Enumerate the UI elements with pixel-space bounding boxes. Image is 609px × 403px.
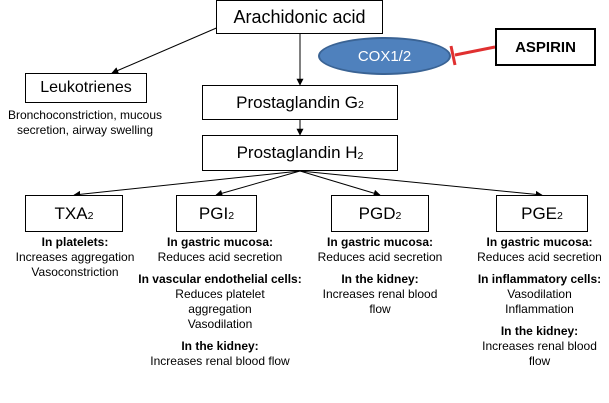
effect-line: Vasodilation xyxy=(187,317,253,331)
leukotrienes-description: Bronchoconstriction, mucous secretion, a… xyxy=(7,108,163,137)
effect-line: Vasodilation xyxy=(507,287,572,301)
pge2-effects: In gastric mucosa:Reduces acid secretion… xyxy=(470,235,609,369)
effect-line: Reduces acid secretion xyxy=(317,250,443,264)
effect-line: Reduces acid secretion xyxy=(157,250,283,264)
effect-heading: In gastric mucosa: xyxy=(486,235,593,249)
effect-line: Reduces platelet xyxy=(175,287,265,301)
effect-line: flow xyxy=(528,354,551,368)
leukotrienes-box: Leukotrienes xyxy=(25,73,147,103)
pgi2-effects: In gastric mucosa:Reduces acid secretion… xyxy=(137,235,303,369)
effect-spacer xyxy=(137,265,303,272)
effect-spacer xyxy=(470,317,609,324)
arrow-pgh2-to-pgi2 xyxy=(215,170,301,197)
effect-spacer xyxy=(470,265,609,272)
inhibition-bar xyxy=(449,45,457,66)
effect-line: flow xyxy=(369,302,391,316)
effect-heading: In the kidney: xyxy=(341,272,419,286)
effect-line: Increases aggregation xyxy=(15,250,135,264)
effect-heading: In inflammatory cells: xyxy=(477,272,602,286)
effect-line: Inflammation xyxy=(505,302,574,316)
effect-line: Increases renal blood flow xyxy=(150,354,290,368)
effect-line: Increases renal blood xyxy=(482,339,597,353)
aspirin-box: ASPIRIN xyxy=(495,28,596,66)
inhibition-line xyxy=(454,45,496,57)
effect-heading: In platelets: xyxy=(41,235,109,249)
effect-line: Increases renal blood xyxy=(322,287,438,301)
arrow-pgh2-to-pge2 xyxy=(299,170,543,198)
effect-line: aggregation xyxy=(188,302,252,316)
effect-heading: In gastric mucosa: xyxy=(166,235,274,249)
arrow-pgh2-to-txa2 xyxy=(73,170,301,198)
arrow-aa-to-leukotrienes xyxy=(111,22,229,74)
effect-spacer xyxy=(305,265,455,272)
pgd2-effects: In gastric mucosa:Reduces acid secretion… xyxy=(305,235,455,317)
cox-enzyme-ellipse: COX1/2 xyxy=(318,37,451,75)
effect-spacer xyxy=(137,332,303,339)
effect-heading: In gastric mucosa: xyxy=(326,235,434,249)
effect-line: Vasoconstriction xyxy=(31,265,119,279)
effect-heading: In the kidney: xyxy=(500,324,579,338)
effect-heading: In the kidney: xyxy=(181,339,259,353)
arrow-pgh2-to-pgd2 xyxy=(299,170,381,197)
arachidonic-acid-box: Arachidonic acid xyxy=(216,0,383,34)
effect-line: Reduces acid secretion xyxy=(477,250,602,264)
effect-heading: In vascular endothelial cells: xyxy=(138,272,302,286)
